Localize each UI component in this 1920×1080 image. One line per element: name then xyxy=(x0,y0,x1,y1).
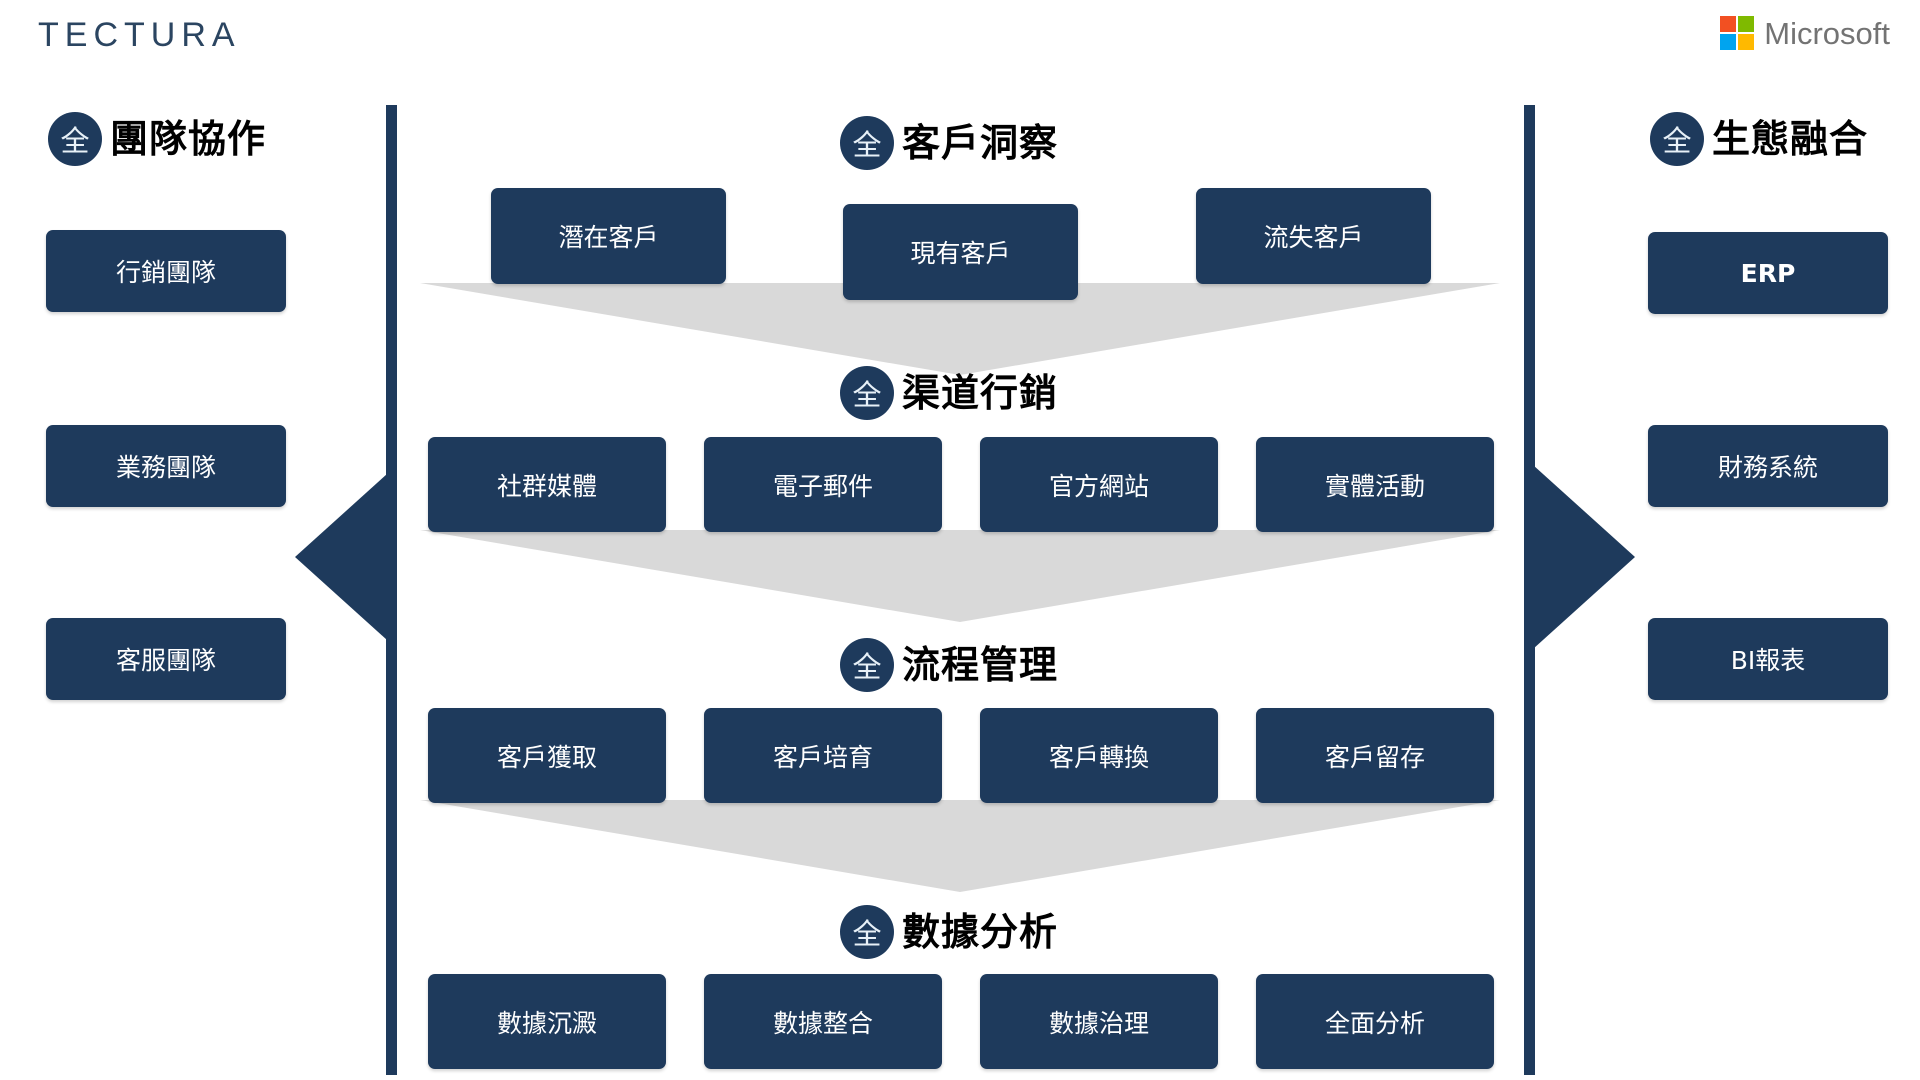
tectura-logo: TECTURA xyxy=(38,16,241,54)
section-title-text: 渠道行銷 xyxy=(902,371,1059,415)
section-heading-ecosystem-integration: 全 生態融合 xyxy=(1650,112,1868,166)
microsoft-square-green xyxy=(1738,16,1755,32)
section-title-text: 流程管理 xyxy=(902,643,1059,687)
card-erp[interactable]: ERP xyxy=(1648,232,1888,314)
microsoft-wordmark: Microsoft xyxy=(1764,15,1890,51)
inbound-arrow-icon xyxy=(295,465,397,649)
section-title-text: 客戶洞察 xyxy=(902,121,1059,165)
card-label: 現有客戶 xyxy=(910,239,1011,268)
card-label: 官方網站 xyxy=(1048,471,1149,501)
card-label: 實體活動 xyxy=(1324,471,1425,501)
section-heading-data-analysis: 全 數據分析 xyxy=(840,905,1058,959)
card-sales-team[interactable]: 業務團隊 xyxy=(46,425,286,507)
quan-badge-icon: 全 xyxy=(1650,112,1704,166)
card-bi-report[interactable]: BI報表 xyxy=(1648,618,1888,700)
right-divider-bar xyxy=(1524,105,1535,1075)
card-label: 數據整合 xyxy=(772,1008,873,1038)
card-support-team[interactable]: 客服團隊 xyxy=(46,618,286,700)
quan-badge-icon: 全 xyxy=(48,112,102,166)
card-churned-customer[interactable]: 流失客戶 xyxy=(1196,188,1431,284)
card-label: 社群媒體 xyxy=(496,471,597,501)
microsoft-square-yellow xyxy=(1738,34,1755,50)
microsoft-square-red xyxy=(1720,16,1737,32)
card-label: 業務團隊 xyxy=(115,453,216,482)
card-comprehensive-analysis[interactable]: 全面分析 xyxy=(1256,974,1494,1069)
card-label: 財務系統 xyxy=(1717,453,1818,482)
card-label: 流失客戶 xyxy=(1263,223,1364,252)
card-label: 數據沉澱 xyxy=(496,1008,597,1038)
microsoft-logo: Microsoft xyxy=(1720,16,1890,50)
card-potential-customer[interactable]: 潛在客戶 xyxy=(491,188,726,284)
funnel-chevron-3 xyxy=(420,800,1500,892)
card-data-integration[interactable]: 數據整合 xyxy=(704,974,942,1069)
funnel-chevron-2 xyxy=(420,530,1500,622)
quan-badge-icon: 全 xyxy=(840,905,894,959)
quan-badge-icon: 全 xyxy=(840,366,894,420)
quan-badge-icon: 全 xyxy=(840,638,894,692)
funnel-chevron-1 xyxy=(420,283,1500,375)
section-heading-customer-insight: 全 客戶洞察 xyxy=(840,116,1058,170)
card-label: 客戶培育 xyxy=(772,742,873,772)
card-label: 行銷團隊 xyxy=(115,258,216,287)
card-finance-system[interactable]: 財務系統 xyxy=(1648,425,1888,507)
card-label: 客戶獲取 xyxy=(496,742,597,772)
section-title-text: 數據分析 xyxy=(902,910,1059,954)
section-heading-channel-marketing: 全 渠道行銷 xyxy=(840,366,1058,420)
quan-badge-icon: 全 xyxy=(840,116,894,170)
card-customer-retention[interactable]: 客戶留存 xyxy=(1256,708,1494,803)
card-data-accumulation[interactable]: 數據沉澱 xyxy=(428,974,666,1069)
card-offline-event[interactable]: 實體活動 xyxy=(1256,437,1494,532)
microsoft-square-blue xyxy=(1720,34,1737,50)
card-label: ERP xyxy=(1740,258,1796,288)
card-customer-nurturing[interactable]: 客戶培育 xyxy=(704,708,942,803)
card-label: 客服團隊 xyxy=(115,646,216,675)
card-customer-conversion[interactable]: 客戶轉換 xyxy=(980,708,1218,803)
card-label: 潛在客戶 xyxy=(558,223,659,252)
card-official-website[interactable]: 官方網站 xyxy=(980,437,1218,532)
card-label: 全面分析 xyxy=(1324,1008,1425,1038)
card-marketing-team[interactable]: 行銷團隊 xyxy=(46,230,286,312)
card-existing-customer[interactable]: 現有客戶 xyxy=(843,204,1078,300)
card-label: 客戶轉換 xyxy=(1048,742,1149,772)
section-title-text: 生態融合 xyxy=(1712,117,1869,161)
card-label: 電子郵件 xyxy=(772,471,873,501)
card-label: BI報表 xyxy=(1730,646,1806,675)
card-label: 客戶留存 xyxy=(1324,742,1425,772)
card-data-governance[interactable]: 數據治理 xyxy=(980,974,1218,1069)
card-label: 數據治理 xyxy=(1048,1008,1149,1038)
card-customer-acquisition[interactable]: 客戶獲取 xyxy=(428,708,666,803)
section-title-text: 團隊協作 xyxy=(110,117,267,161)
section-heading-process-management: 全 流程管理 xyxy=(840,638,1058,692)
card-social-media[interactable]: 社群媒體 xyxy=(428,437,666,532)
outbound-arrow-icon xyxy=(1533,465,1635,649)
microsoft-squares-icon xyxy=(1720,16,1755,50)
section-heading-team-collaboration: 全 團隊協作 xyxy=(48,112,266,166)
card-email[interactable]: 電子郵件 xyxy=(704,437,942,532)
